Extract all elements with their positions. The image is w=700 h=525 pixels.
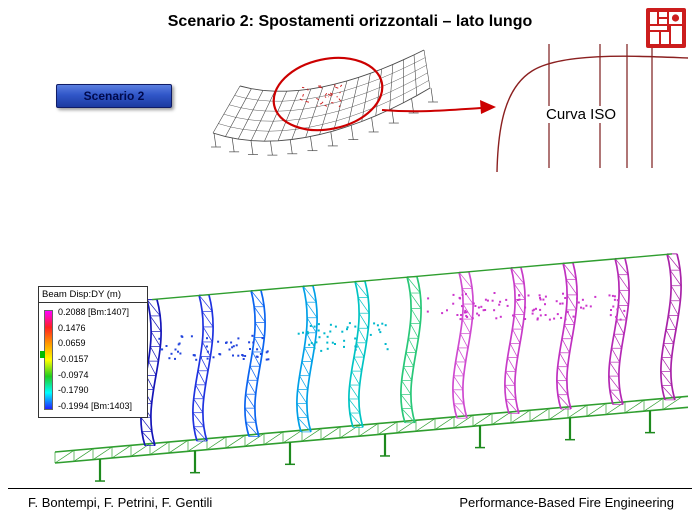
slide-title: Scenario 2: Spostamenti orizzontali – la… xyxy=(167,13,533,30)
legend-values: 0.2088 [Bm:1407] 0.1476 0.0659 -0.0157 -… xyxy=(58,307,132,411)
curva-iso-label: Curva ISO xyxy=(544,106,619,123)
footer-topic: Performance-Based Fire Engineering xyxy=(459,495,674,510)
legend-entry: -0.0974 xyxy=(58,369,89,380)
legend-entry: 0.2088 [Bm:1407] xyxy=(58,307,130,317)
fem-displacement-plot xyxy=(54,253,689,482)
legend-entry: -0.1790 xyxy=(58,385,89,396)
red-annotation xyxy=(272,56,496,132)
legend-title: Beam Disp:DY (m) xyxy=(39,287,147,303)
legend-entry: -0.1994 [Bm:1403] xyxy=(58,400,133,411)
legend-marker xyxy=(40,351,45,358)
footer-authors: F. Bontempi, F. Petrini, F. Gentili xyxy=(28,495,213,510)
legend-entry: 0.0659 xyxy=(58,338,86,349)
legend-box: Beam Disp:DY (m) 0.2088 [Bm:1407] 0.1476… xyxy=(38,286,148,418)
stamp-logo xyxy=(646,8,686,48)
footer-divider xyxy=(8,488,692,489)
scenario-2-button[interactable]: Scenario 2 xyxy=(56,84,172,108)
legend-entry: -0.0157 xyxy=(58,353,89,364)
structure-wireframe xyxy=(211,49,438,156)
legend-entry: 0.1476 xyxy=(58,322,86,333)
legend-color-bar xyxy=(44,310,53,410)
legend-body: 0.2088 [Bm:1407] 0.1476 0.0659 -0.0157 -… xyxy=(39,303,147,417)
